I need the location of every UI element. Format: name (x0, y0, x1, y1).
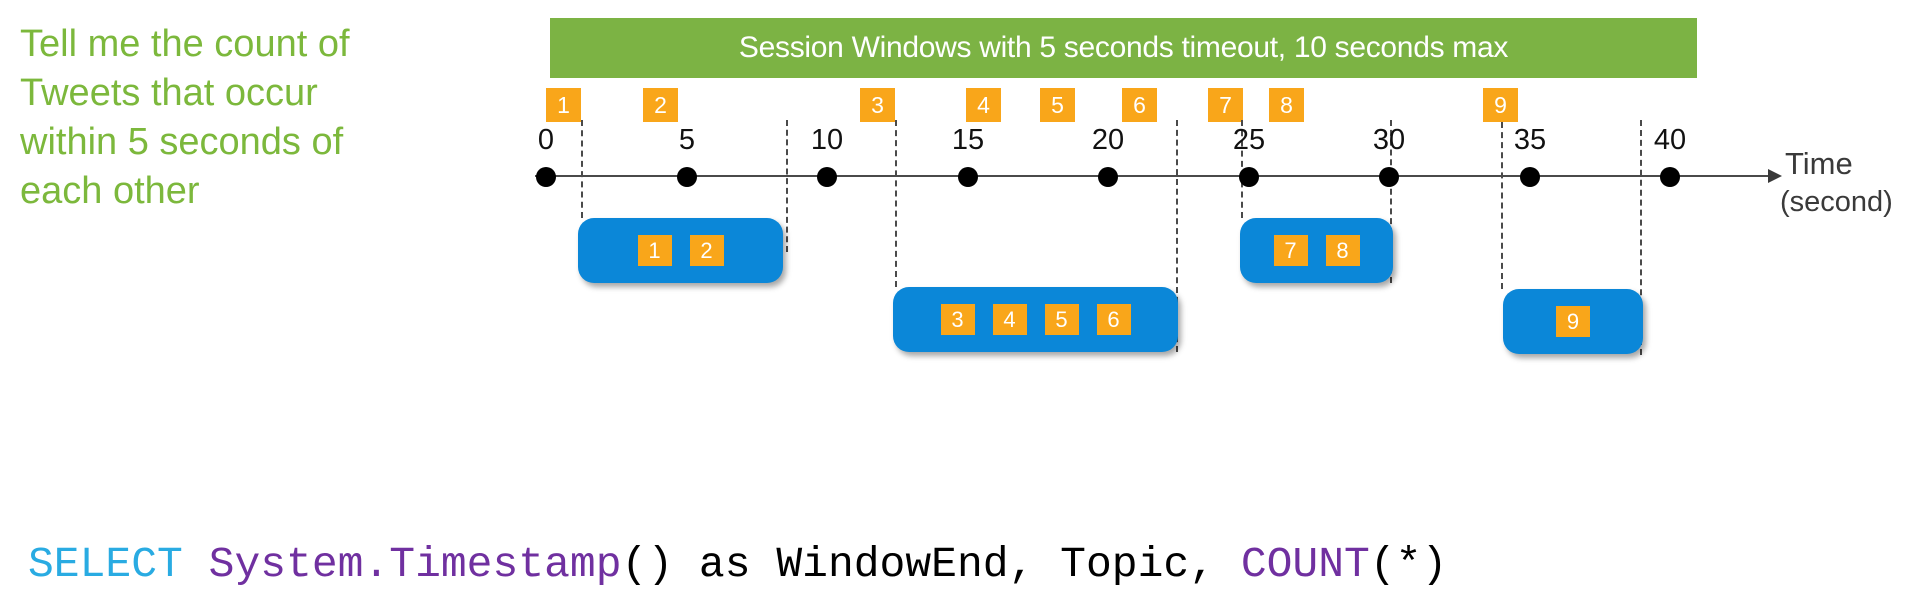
event-chip: 5 (1044, 304, 1079, 335)
session-banner-label: Session Windows with 5 seconds timeout, … (738, 31, 1509, 64)
timeline-dot (1520, 167, 1540, 187)
tick-label: 25 (1232, 124, 1266, 156)
event-chip: 3 (860, 88, 895, 122)
event-chip: 8 (1325, 235, 1360, 266)
window-boundary-line (1640, 120, 1642, 355)
event-chip: 4 (966, 88, 1001, 122)
tick-label: 5 (678, 124, 696, 156)
event-chip: 7 (1208, 88, 1243, 122)
event-chip: 7 (1273, 235, 1308, 266)
sql-token: (*) (1369, 540, 1448, 589)
arrow-right-icon (1768, 169, 1782, 183)
sql-token: COUNT (1240, 540, 1370, 589)
event-chip: 2 (689, 235, 724, 266)
sql-line: SELECT System.Timestamp() as WindowEnd, … (28, 532, 1447, 597)
tick-label: 40 (1653, 124, 1687, 156)
event-chip: 9 (1556, 306, 1590, 337)
prompt-text: Tell me the count of Tweets that occur w… (20, 23, 350, 212)
event-chip: 1 (546, 88, 581, 122)
tick-label: 35 (1513, 124, 1547, 156)
window-boundary-line (1390, 120, 1392, 283)
session-window-box: 1 2 (578, 218, 783, 283)
event-chip: 6 (1096, 304, 1131, 335)
window-boundary-line (1176, 120, 1178, 352)
timeline-dot (677, 167, 697, 187)
timeline-dot (958, 167, 978, 187)
timeline-dot (1379, 167, 1399, 187)
sql-code: SELECT System.Timestamp() as WindowEnd, … (28, 402, 1447, 607)
timeline-dot (1239, 167, 1259, 187)
sql-token (183, 540, 209, 589)
event-chip: 5 (1040, 88, 1075, 122)
session-banner: Session Windows with 5 seconds timeout, … (550, 18, 1697, 78)
tick-label: 0 (537, 124, 555, 156)
sql-token: System.Timestamp (208, 540, 622, 589)
tick-label: 15 (951, 124, 985, 156)
window-boundary-line (581, 120, 583, 218)
axis-label: Time (1785, 146, 1853, 181)
window-boundary-line (895, 120, 897, 287)
session-window-box: 3 4 5 6 (893, 287, 1178, 352)
tick-label: 30 (1372, 124, 1406, 156)
sql-token: () as WindowEnd, Topic, (621, 540, 1241, 589)
tick-label: 20 (1091, 124, 1125, 156)
tick-label: 10 (810, 124, 844, 156)
event-chip: 2 (643, 88, 678, 122)
window-boundary-line (786, 120, 788, 252)
session-window-box: 9 (1503, 289, 1643, 354)
session-window-box: 7 8 (1240, 218, 1393, 283)
event-chip: 4 (992, 304, 1027, 335)
event-chip: 9 (1483, 88, 1518, 122)
timeline-axis (535, 175, 1770, 177)
timeline-dot (1660, 167, 1680, 187)
timeline-dot (817, 167, 837, 187)
event-chip: 1 (637, 235, 672, 266)
event-chip: 3 (940, 304, 975, 335)
event-chip: 8 (1269, 88, 1304, 122)
timeline-dot (536, 167, 556, 187)
window-boundary-line (1501, 122, 1503, 289)
event-chip: 6 (1122, 88, 1157, 122)
timeline-dot (1098, 167, 1118, 187)
sql-token: SELECT (28, 540, 183, 589)
axis-unit-label: (second) (1780, 186, 1893, 218)
